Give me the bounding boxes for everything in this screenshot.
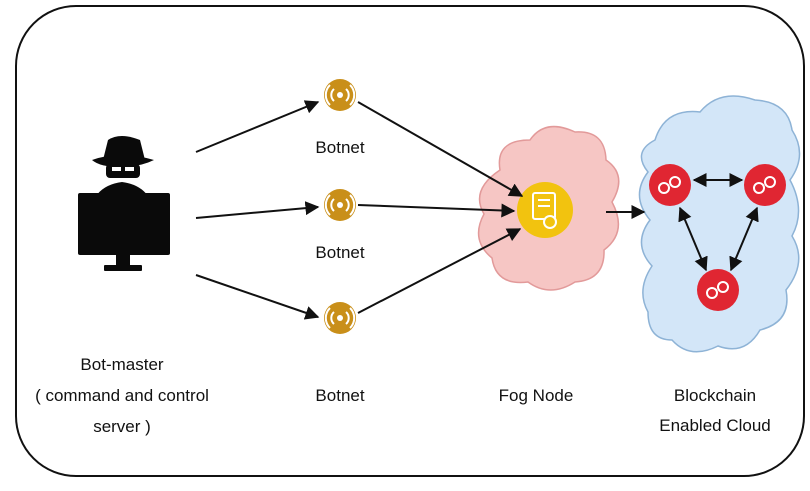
botmaster-label-line3: server ) bbox=[93, 417, 151, 436]
cloud-label-line1: Blockchain bbox=[674, 386, 756, 405]
blockchain-node-bottom bbox=[697, 269, 739, 311]
arrow-botmaster-to-botnet-middle bbox=[195, 201, 320, 219]
botnet-top-icon bbox=[324, 79, 356, 111]
arrows bbox=[195, 100, 759, 320]
blockchain-cloud bbox=[638, 95, 801, 353]
cloud-label-line2: Enabled Cloud bbox=[659, 416, 771, 435]
botnet-top-label: Botnet bbox=[315, 138, 364, 157]
arrow-botmaster-to-botnet-top bbox=[195, 100, 320, 153]
diagram-frame bbox=[15, 5, 805, 477]
certificate-icon bbox=[517, 182, 573, 238]
botnet-middle-icon bbox=[324, 189, 356, 221]
arrow-blockchain-left-bottom bbox=[678, 206, 708, 272]
arrow-botnet-top-to-fog bbox=[357, 101, 524, 197]
arrow-botnet-bottom-to-fog bbox=[357, 228, 522, 314]
botmaster-label-line1: Bot-master bbox=[80, 355, 163, 374]
fog-node-label: Fog Node bbox=[499, 386, 574, 405]
botnet-middle-label: Botnet bbox=[315, 243, 364, 262]
blockchain-node-right bbox=[744, 164, 786, 206]
arrow-blockchain-right-bottom bbox=[729, 206, 759, 272]
botmaster-label-line2: ( command and control bbox=[35, 386, 209, 405]
botnet-bottom-label: Botnet bbox=[315, 386, 364, 405]
arrow-botnet-middle-to-fog bbox=[357, 203, 516, 218]
blockchain-node-left bbox=[649, 164, 691, 206]
botnet-bottom-icon bbox=[324, 302, 356, 334]
botmaster-icon bbox=[78, 136, 170, 271]
arrow-botmaster-to-botnet-bottom bbox=[195, 274, 320, 320]
